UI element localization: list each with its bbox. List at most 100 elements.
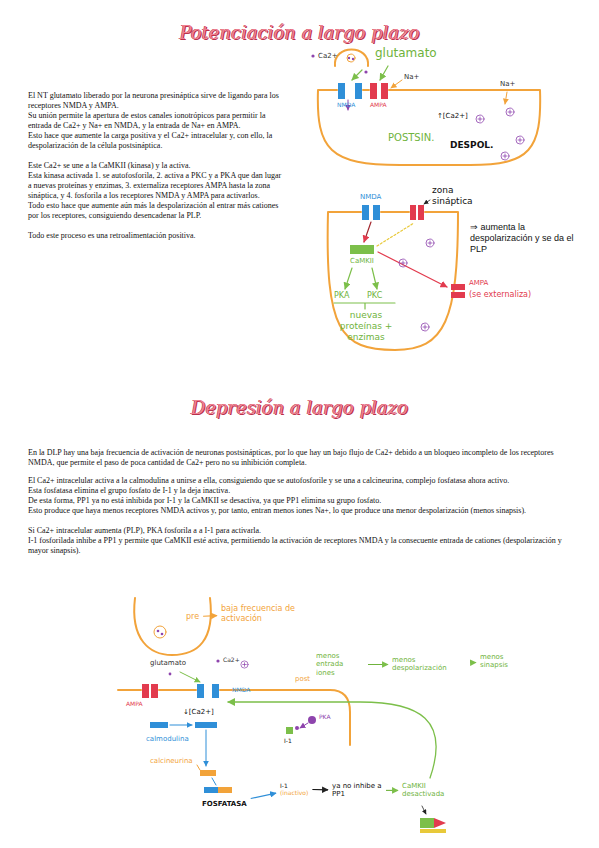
- flow-node: menos despolarización: [390, 655, 468, 674]
- nmda-receptor: [373, 205, 380, 220]
- phosphorylation-arrow: [377, 223, 414, 246]
- ampa-receptor: [451, 284, 465, 290]
- glutamate-dot: [157, 630, 160, 633]
- calmodulin-icon: [150, 722, 168, 728]
- figure-label: CaMKII: [350, 257, 374, 265]
- glutamate-dot: [161, 633, 164, 636]
- glutamate-arrow: [180, 672, 200, 682]
- plus-charge: [516, 136, 524, 144]
- phosphorylation-arrow: [300, 723, 308, 728]
- section-heading: Depresión a largo plazo: [0, 397, 599, 418]
- flow-node: menos sinapsis: [478, 652, 530, 671]
- paragraph: Esto hace que aumente la carga positiva …: [28, 131, 286, 151]
- activation-arrow: [372, 268, 377, 289]
- ion-dot: [352, 58, 354, 60]
- camkii-icon: [350, 245, 374, 254]
- figure-label: NMDA: [337, 101, 355, 108]
- glutamate-arrow: [352, 70, 362, 80]
- leader-arrow: [424, 200, 430, 204]
- nmda-receptor: [197, 684, 204, 698]
- figure-label: glutamato: [375, 46, 437, 60]
- paragraph: De esta forma, PP1 ya no está inhibida p…: [28, 496, 576, 506]
- node-text: CaMKII desactivada: [402, 782, 454, 799]
- ltp-figure-1: [311, 50, 540, 166]
- link-arrow: [212, 778, 216, 785]
- figure-label: glutamato: [150, 659, 186, 667]
- vesicle: [347, 54, 355, 62]
- binding-arrow: [206, 730, 207, 766]
- figure-label: Na+: [500, 80, 515, 88]
- paragraph: Este Ca2+ se une a la CaMKII (kinasa) y …: [28, 161, 286, 171]
- nmda-receptor: [338, 83, 345, 99]
- camkii-icon: [420, 829, 446, 833]
- node-text: menos entrada iones: [316, 652, 364, 677]
- flow-node: baja frecuencia de activación: [219, 603, 303, 624]
- i1-icon: [286, 727, 293, 734]
- figure-label: POSTSIN.: [388, 132, 434, 144]
- node-text: (inactivo): [280, 789, 308, 796]
- figure-label: PKA: [334, 291, 349, 301]
- flow-arrow: [368, 664, 388, 665]
- plus-charge: [421, 323, 429, 331]
- ampa-receptor: [142, 684, 149, 698]
- text-column: En la DLP hay una baja frecuencia de act…: [28, 448, 576, 556]
- flow-node: CaMKII desactivada: [400, 781, 456, 800]
- page-title: Potenciación a largo plazo: [0, 22, 599, 43]
- flow-arrow: [470, 662, 476, 663]
- paragraph: En la DLP hay una baja frecuencia de act…: [28, 448, 576, 468]
- paragraph: El NT glutamato liberado por la neurona …: [28, 91, 286, 111]
- figure-label: PKA: [319, 713, 331, 720]
- glutamate-dot: [169, 673, 172, 676]
- figure-label: AMPA: [370, 101, 387, 108]
- flow-node: menos entrada iones: [314, 651, 366, 678]
- bracket: [334, 303, 395, 309]
- figure-label: post: [295, 675, 310, 683]
- camkii-icon: [420, 818, 434, 828]
- paragraph: Esta fosfatasa elimina el grupo fosfato …: [28, 486, 576, 496]
- figure-label: calmodulina: [146, 735, 189, 743]
- flow-node: ya no inhibe a PP1: [330, 781, 384, 800]
- paragraph: Su unión permite la apertura de estos ca…: [28, 111, 286, 131]
- na-arrow: [505, 92, 507, 104]
- nmda-receptor: [212, 684, 219, 698]
- paragraph: Esta kinasa activada 1. se autofosforila…: [28, 171, 286, 201]
- presynaptic-bulb: [335, 50, 368, 67]
- ion-dot: [311, 54, 314, 57]
- ltd-figure: [118, 598, 446, 833]
- figure-label: Ca2+: [223, 656, 240, 663]
- calcineurin-icon: [200, 770, 216, 776]
- flow-arrow: [203, 615, 217, 617]
- nmda-receptor: [362, 205, 369, 220]
- figure-label: zona sináptica: [432, 185, 487, 207]
- plus-charge: [476, 115, 484, 123]
- postsynaptic-membrane: [118, 690, 350, 745]
- paragraph: Esto produce que haya menos receptores N…: [28, 506, 576, 516]
- ampa-receptor: [370, 83, 377, 99]
- flow-arrow: [312, 789, 328, 790]
- phosphatase-icon: [218, 787, 232, 793]
- nmda-receptor: [355, 83, 362, 99]
- node-text: menos despolarización: [392, 656, 466, 673]
- plus-charge: [506, 108, 514, 116]
- figure-label: AMPA: [126, 700, 143, 707]
- figure-label: NMDA: [360, 193, 381, 201]
- ampa-receptor: [410, 205, 416, 220]
- postsynaptic-membrane: [318, 90, 540, 165]
- glutamate-dot: [364, 70, 367, 73]
- activation-arrow: [378, 252, 447, 287]
- flow-node: FOSFATASA: [200, 799, 249, 809]
- calmodulin-icon: [195, 722, 217, 728]
- figure-label: PKC: [367, 291, 382, 301]
- figure-label: calcineurina: [150, 757, 193, 765]
- node-text: I-1: [280, 782, 308, 789]
- ampa-receptor: [381, 83, 388, 99]
- paragraph: El Ca2+ intracelular activa a la calmodu…: [28, 476, 576, 486]
- link-arrow: [422, 806, 426, 814]
- text-column: El NT glutamato liberado por la neurona …: [28, 91, 286, 241]
- pka-dot: [308, 716, 316, 724]
- paragraph: Todo esto hace que aumente aún más la de…: [28, 201, 286, 221]
- ion-dot: [348, 57, 350, 59]
- paragraph: Todo este proceso es una retroalimentaci…: [28, 231, 286, 241]
- figure-label: (se externaliza): [469, 290, 549, 300]
